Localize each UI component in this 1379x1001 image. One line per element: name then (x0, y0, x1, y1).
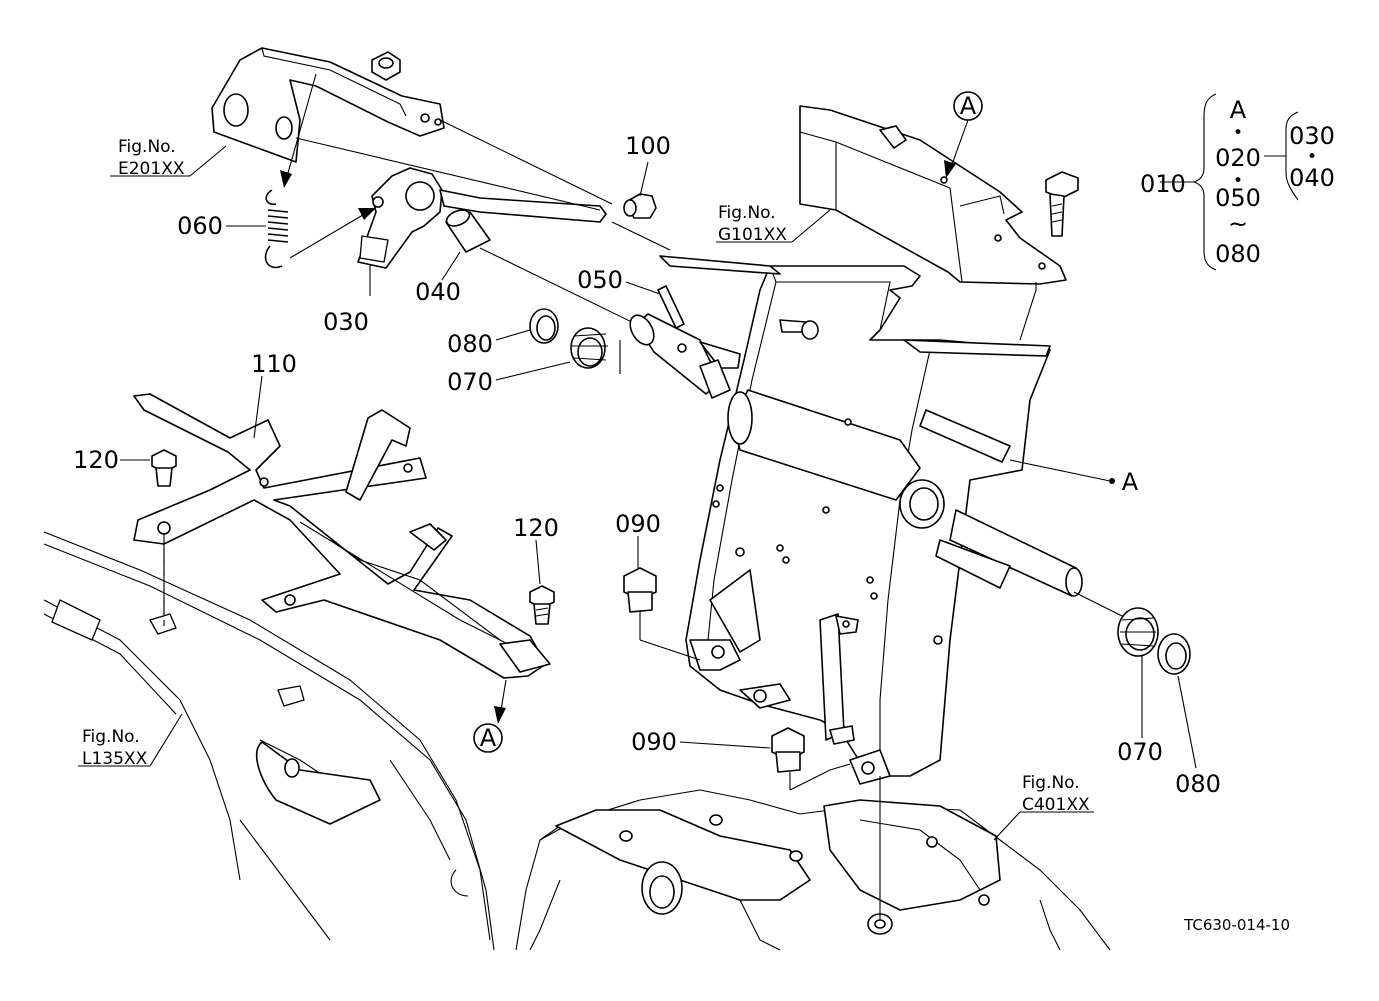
drawing-code: TC630-014-10 (1183, 916, 1290, 934)
small-bolt-mid (779, 319, 819, 340)
bolt-120-left (151, 449, 177, 487)
legend-dot-3: • (1307, 147, 1317, 167)
fig-label-e201: Fig.No. (118, 137, 176, 157)
upper-tab (659, 255, 781, 275)
label-070-right: 070 (1117, 738, 1163, 766)
bracket-g101 (799, 105, 1067, 285)
legend-040: 040 (1289, 164, 1335, 192)
label-090-upper: 090 (615, 510, 661, 538)
label-100: 100 (625, 132, 671, 160)
marker-circle-top (953, 91, 983, 121)
assembly-legend (1160, 93, 1299, 271)
pedal-shaft-right (899, 479, 1083, 597)
fig-ref-e201: E201XX (118, 159, 185, 179)
label-060: 060 (177, 212, 223, 240)
legend-tilde: ~ (1228, 210, 1248, 238)
linkage-110 (133, 393, 551, 679)
seal-080-right (1157, 633, 1191, 675)
mid-bar (919, 409, 1011, 463)
bearing-070-left (570, 327, 608, 369)
label-110: 110 (251, 350, 297, 378)
pedal-shaft-left (629, 313, 741, 399)
bushing-040 (445, 209, 491, 253)
bolt-120-right (529, 585, 555, 625)
stud-090-upper (623, 567, 657, 640)
label-030: 030 (323, 308, 369, 336)
label-050: 050 (577, 266, 623, 294)
legend-050: 050 (1215, 184, 1261, 212)
label-120-right: 120 (513, 514, 559, 542)
legend-dot-2: • (1233, 171, 1243, 191)
fig-ref-c401: C401XX (1022, 795, 1090, 815)
part-labels: 100 060 030 040 050 080 070 110 120 120 … (73, 92, 1335, 798)
figure-references: Fig.No. E201XX Fig.No. G101XX Fig.No. L1… (82, 137, 1090, 815)
nut-top (371, 51, 401, 81)
legend-a: A (1230, 96, 1247, 124)
label-120-left: 120 (73, 446, 119, 474)
legend-030: 030 (1289, 122, 1335, 150)
label-090-lower: 090 (631, 728, 677, 756)
pedal-arm-030 (357, 167, 607, 269)
pin-050 (657, 285, 685, 329)
label-a-top: A (960, 92, 977, 120)
legend-020: 020 (1215, 144, 1261, 172)
seal-080-left (529, 308, 559, 344)
label-080-right: 080 (1175, 770, 1221, 798)
marker-circle-bottom (473, 723, 503, 753)
bolt-top-right (1045, 171, 1079, 237)
label-070-left: 070 (447, 368, 493, 396)
leader-lines (78, 145, 1197, 841)
legend-dot-1: • (1233, 123, 1243, 143)
stud-090-lower (771, 727, 805, 790)
pedal-bracket-e201 (211, 47, 445, 163)
fig-ref-g101: G101XX (718, 225, 787, 245)
housing-c401 (515, 789, 1111, 951)
fig-label-l135: Fig.No. (82, 727, 140, 747)
pedal-pad-100 (623, 193, 657, 219)
fig-ref-l135: L135XX (82, 749, 148, 769)
frame-l135 (43, 531, 495, 951)
main-frame (685, 265, 1051, 785)
spring-060 (264, 189, 289, 269)
fig-label-g101: Fig.No. (718, 203, 776, 223)
label-080-left: 080 (447, 330, 493, 358)
label-a-frame: A (1122, 468, 1139, 496)
label-a-bottom: A (480, 724, 497, 752)
bearing-070-right (1117, 607, 1159, 657)
fig-label-c401: Fig.No. (1022, 773, 1080, 793)
label-040: 040 (415, 278, 461, 306)
legend-080: 080 (1215, 240, 1261, 268)
legend-010: 010 (1140, 170, 1186, 198)
